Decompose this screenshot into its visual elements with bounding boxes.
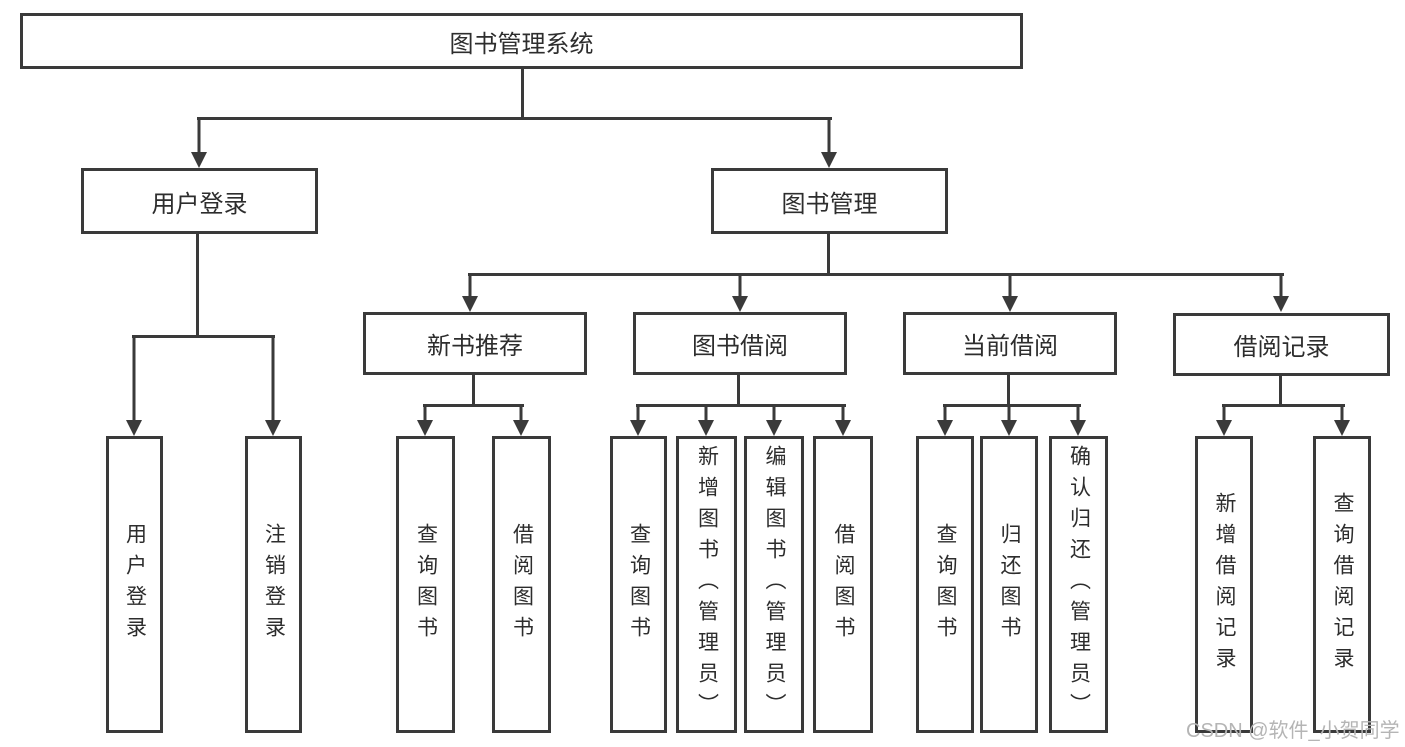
- leaf-newbook-borrow-books: 借阅图书: [492, 436, 551, 733]
- leaf-newbook-query-books: 查询图书: [396, 436, 455, 733]
- node-new-book-recommend: 新书推荐: [363, 312, 587, 375]
- arrow-to-borrow-records: [1273, 273, 1289, 312]
- leaf-borrow-add-books-admin: 新增图书（管理员）: [676, 436, 737, 733]
- leaf-borrow-query-books: 查询图书: [610, 436, 667, 733]
- arrow-to-book-borrow: [732, 273, 748, 312]
- leaf-current-confirm-return-admin: 确认归还（管理员）: [1049, 436, 1108, 733]
- node-borrow-records: 借阅记录: [1173, 313, 1390, 376]
- arrow-current-confirm: [1070, 404, 1086, 436]
- arrow-to-login-leaf: [126, 335, 142, 436]
- arrow-records-add: [1216, 404, 1232, 436]
- arrow-to-book-management: [821, 117, 837, 168]
- node-book-borrow: 图书借阅: [633, 312, 847, 375]
- arrow-borrow-edit: [766, 404, 782, 436]
- leaf-logout: 注销登录: [245, 436, 302, 733]
- arrow-to-current-borrow: [1002, 273, 1018, 312]
- connector-root-trunk: [521, 69, 524, 120]
- connector-book-borrow-trunk: [737, 375, 740, 407]
- connector-new-book-split: [423, 404, 524, 407]
- csdn-watermark: CSDN @软件_小贺同学: [1186, 720, 1400, 742]
- node-user-login: 用户登录: [81, 168, 318, 234]
- leaf-current-query-books: 查询图书: [916, 436, 974, 733]
- arrow-to-logout-leaf: [265, 335, 281, 436]
- leaf-records-add: 新增借阅记录: [1195, 436, 1253, 733]
- leaf-records-query: 查询借阅记录: [1313, 436, 1371, 733]
- arrow-borrow-query: [630, 404, 646, 436]
- node-book-management: 图书管理: [711, 168, 948, 234]
- arrow-current-return: [1001, 404, 1017, 436]
- leaf-user-login: 用户登录: [106, 436, 163, 733]
- connector-new-book-trunk: [472, 375, 475, 407]
- node-library-system: 图书管理系统: [20, 13, 1023, 69]
- connector-book-borrow-split: [636, 404, 846, 407]
- leaf-borrow-edit-books-admin: 编辑图书（管理员）: [744, 436, 804, 733]
- connector-book-mgmt-trunk: [827, 234, 830, 276]
- arrow-to-user-login: [191, 117, 207, 168]
- arrow-borrow-add: [698, 404, 714, 436]
- connector-user-login-split: [132, 335, 275, 338]
- arrow-newbook-borrow: [513, 404, 529, 436]
- connector-user-login-trunk: [196, 234, 199, 338]
- connector-book-mgmt-split: [468, 273, 1284, 276]
- arrow-records-query: [1334, 404, 1350, 436]
- connector-root-split: [197, 117, 832, 120]
- leaf-borrow-borrow-books: 借阅图书: [813, 436, 873, 733]
- arrow-to-new-book-rec: [462, 273, 478, 312]
- arrow-borrow-borrow: [835, 404, 851, 436]
- node-current-borrow: 当前借阅: [903, 312, 1117, 375]
- connector-records-trunk: [1279, 376, 1282, 407]
- connector-current-borrow-trunk: [1007, 375, 1010, 407]
- connector-records-split: [1222, 404, 1345, 407]
- arrow-current-query: [937, 404, 953, 436]
- arrow-newbook-query: [417, 404, 433, 436]
- leaf-current-return-books: 归还图书: [980, 436, 1038, 733]
